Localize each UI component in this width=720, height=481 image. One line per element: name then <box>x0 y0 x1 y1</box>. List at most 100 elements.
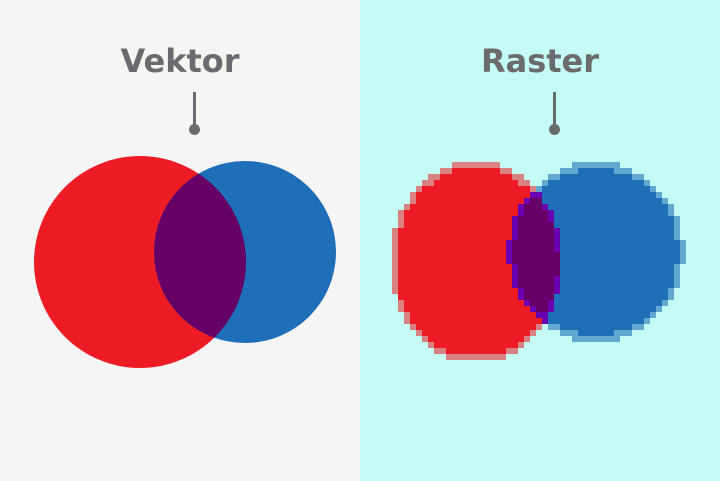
raster-pixel <box>524 276 530 282</box>
raster-pixel <box>404 282 410 288</box>
raster-pixel <box>488 162 494 168</box>
raster-pixel <box>482 300 488 306</box>
raster-pixel <box>524 246 530 252</box>
raster-pixel <box>650 264 656 270</box>
raster-pixel <box>638 312 644 318</box>
raster-pixel <box>482 318 488 324</box>
raster-pixel <box>668 246 674 252</box>
raster-pixel <box>578 240 584 246</box>
raster-pixel <box>530 222 536 228</box>
raster-pixel <box>542 306 548 312</box>
raster-pixel <box>572 294 578 300</box>
raster-pixel <box>506 204 512 210</box>
raster-pixel <box>626 168 632 174</box>
raster-pixel <box>590 294 596 300</box>
raster-pixel <box>446 270 452 276</box>
raster-pixel <box>470 294 476 300</box>
raster-pixel <box>638 234 644 240</box>
raster-pixel <box>398 288 404 294</box>
raster-pixel <box>464 264 470 270</box>
raster-pixel <box>482 276 488 282</box>
raster-pixel <box>422 258 428 264</box>
raster-pixel <box>506 192 512 198</box>
raster-pixel <box>458 228 464 234</box>
raster-pixel <box>446 216 452 222</box>
raster-pixel <box>560 210 566 216</box>
raster-pixel <box>422 324 428 330</box>
raster-pixel <box>500 324 506 330</box>
raster-pixel <box>608 258 614 264</box>
raster-pixel <box>398 264 404 270</box>
raster-pixel <box>404 216 410 222</box>
raster-pixel <box>578 234 584 240</box>
raster-pixel <box>530 252 536 258</box>
raster-pixel <box>644 210 650 216</box>
raster-pixel <box>470 204 476 210</box>
raster-pixel <box>476 324 482 330</box>
raster-pixel <box>584 204 590 210</box>
raster-pixel <box>398 246 404 252</box>
raster-pixel <box>500 168 506 174</box>
raster-pixel <box>578 162 584 168</box>
raster-pixel <box>458 294 464 300</box>
raster-pixel <box>578 228 584 234</box>
raster-pixel <box>494 312 500 318</box>
raster-pixel <box>542 282 548 288</box>
raster-pixel <box>542 258 548 264</box>
vector-overlap <box>154 161 246 343</box>
raster-pixel <box>434 348 440 354</box>
raster-pixel <box>668 240 674 246</box>
raster-pixel <box>422 186 428 192</box>
raster-pixel <box>668 282 674 288</box>
raster-pixel <box>494 240 500 246</box>
raster-pixel <box>632 228 638 234</box>
raster-pixel <box>416 330 422 336</box>
raster-pixel <box>518 216 524 222</box>
raster-pixel <box>464 306 470 312</box>
raster-pixel <box>422 294 428 300</box>
raster-pixel <box>566 198 572 204</box>
raster-pixel <box>608 180 614 186</box>
raster-pixel <box>590 276 596 282</box>
raster-pixel <box>404 252 410 258</box>
raster-pixel <box>458 342 464 348</box>
raster-pixel <box>638 228 644 234</box>
raster-pixel <box>464 282 470 288</box>
raster-pixel <box>644 258 650 264</box>
raster-pixel <box>500 270 506 276</box>
raster-pixel <box>566 180 572 186</box>
raster-pixel <box>614 270 620 276</box>
raster-pixel <box>584 246 590 252</box>
raster-pixel <box>452 174 458 180</box>
raster-pixel <box>602 186 608 192</box>
raster-pixel <box>566 222 572 228</box>
raster-pixel <box>500 234 506 240</box>
raster-pixel <box>578 192 584 198</box>
raster-pixel <box>560 216 566 222</box>
raster-pixel <box>548 276 554 282</box>
raster-pixel <box>404 258 410 264</box>
raster-pixel <box>554 186 560 192</box>
raster-pixel <box>428 228 434 234</box>
raster-pixel <box>494 174 500 180</box>
raster-pixel <box>422 204 428 210</box>
raster-pixel <box>548 306 554 312</box>
raster-pixel <box>560 288 566 294</box>
raster-pixel <box>506 180 512 186</box>
raster-pixel <box>566 288 572 294</box>
raster-pixel <box>464 258 470 264</box>
raster-pixel <box>560 168 566 174</box>
raster-pixel <box>644 270 650 276</box>
raster-pixel <box>530 270 536 276</box>
raster-pixel <box>554 294 560 300</box>
raster-pixel <box>578 168 584 174</box>
raster-pixel <box>464 186 470 192</box>
raster-pixel <box>620 312 626 318</box>
raster-pixel <box>614 204 620 210</box>
raster-pixel <box>440 258 446 264</box>
raster-pixel <box>416 312 422 318</box>
raster-pixel <box>428 336 434 342</box>
raster-pixel <box>566 246 572 252</box>
raster-pixel <box>458 276 464 282</box>
raster-pixel <box>536 276 542 282</box>
